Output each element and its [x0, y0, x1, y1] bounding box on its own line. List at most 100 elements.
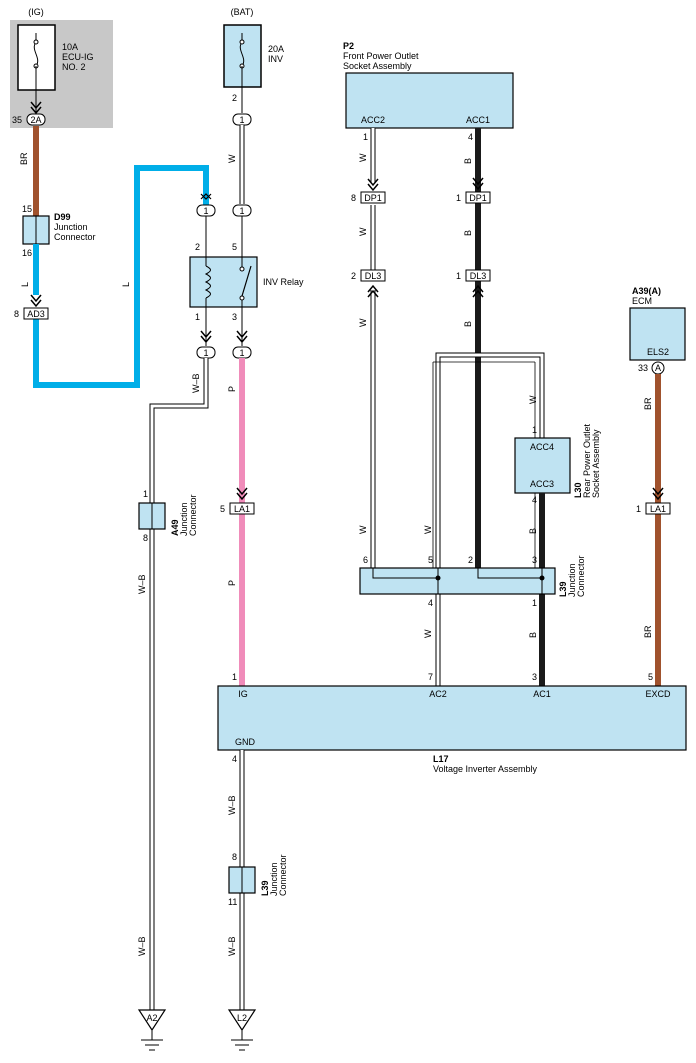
- wire-label-w-loop-2: W: [423, 525, 433, 534]
- l30-name2: Socket Assembly: [591, 429, 601, 498]
- pin-35: 35: [12, 115, 22, 125]
- svg-text:1: 1: [239, 115, 244, 125]
- l17-pin-gnd: GND: [235, 737, 256, 747]
- pin-1-a49: 1: [143, 489, 148, 499]
- pin-1-dl3: 1: [456, 271, 461, 281]
- ig-fuse-name2: NO. 2: [62, 62, 86, 72]
- pin-5-relay: 5: [232, 242, 237, 252]
- wire-label-wb-3: W–B: [137, 936, 147, 956]
- p2-code: P2: [343, 41, 354, 51]
- pin-2-relay: 2: [195, 242, 200, 252]
- wire-wb-relay: [149, 358, 209, 1010]
- wire-label-wb-2: W–B: [137, 574, 147, 594]
- wire-label-w-acc2-3: W: [358, 318, 368, 327]
- svg-text:1: 1: [239, 348, 244, 358]
- pin-16: 16: [22, 248, 32, 258]
- bat-fuse: [223, 24, 262, 88]
- pin-15: 15: [22, 204, 32, 214]
- l39-top-box: [359, 567, 556, 595]
- l39-top-name: Junction: [567, 563, 577, 597]
- l39-bottom-code: L39: [260, 880, 270, 896]
- inv-relay-label: INV Relay: [263, 277, 304, 287]
- connector-ad3: AD3: [23, 307, 49, 320]
- wire-label-br-ecm-1: BR: [643, 397, 653, 410]
- wire-label-l-2: L: [121, 282, 131, 287]
- connector-1-relay-out-left: 1: [196, 346, 216, 359]
- inv-relay: [189, 256, 258, 308]
- wire-label-wb-gnd-2: W–B: [227, 936, 237, 956]
- wire-label-w-acc2-2: W: [358, 227, 368, 236]
- l39-top-name2: Connector: [576, 555, 586, 597]
- relay-arrow-left: [200, 330, 212, 344]
- svg-text:1: 1: [203, 206, 208, 216]
- d99-code: D99: [54, 212, 71, 222]
- pin-2-dl3: 2: [351, 271, 356, 281]
- pin-3-relay: 3: [232, 312, 237, 322]
- l30-code: L30: [573, 482, 583, 498]
- pin-1-ig: 1: [232, 672, 237, 682]
- connector-2a: 2A: [26, 113, 46, 126]
- pin-1-acc2: 1: [363, 132, 368, 142]
- wire-label-b-acc1-1: B: [463, 158, 473, 164]
- pin-2-bat: 2: [232, 93, 237, 103]
- ground-l2: L2: [227, 1009, 257, 1051]
- relay-arrow-right: [236, 330, 248, 344]
- pin-8-ad3: 8: [14, 309, 19, 319]
- d99-name2: Connector: [54, 232, 96, 242]
- wire-label-w-loop-1: W: [528, 395, 538, 404]
- svg-text:LA1: LA1: [650, 504, 666, 514]
- wire-label-wb-gnd-1: W–B: [227, 795, 237, 815]
- ground-a2: A2: [137, 1009, 167, 1051]
- connector-la1-right: LA1: [645, 502, 671, 515]
- svg-text:1: 1: [203, 348, 208, 358]
- pin-4-gnd: 4: [232, 754, 237, 764]
- wire-label-wb-1: W–B: [191, 373, 201, 393]
- wire-label-b-acc1-3: B: [463, 321, 473, 327]
- a39-box: [629, 307, 686, 361]
- svg-text:1: 1: [239, 206, 244, 216]
- pin-1-dp1: 1: [456, 193, 461, 203]
- p2-pin-acc2: ACC2: [361, 115, 385, 125]
- l17-pin-ac1: AC1: [533, 689, 551, 699]
- svg-text:AD3: AD3: [27, 309, 45, 319]
- p2-box: [345, 72, 514, 129]
- wire-label-p-2: P: [227, 580, 237, 586]
- l39-bottom-name2: Connector: [278, 854, 288, 896]
- l17-pin-ig: IG: [238, 689, 248, 699]
- d99-name: Junction: [54, 222, 88, 232]
- svg-text:A: A: [655, 363, 661, 373]
- wire-label-l-1: L: [20, 282, 30, 287]
- wire-label-br-ecm-2: BR: [643, 625, 653, 638]
- pin-2-l39: 2: [468, 555, 473, 565]
- pin-8-l39b: 8: [232, 852, 237, 862]
- p2-name2: Socket Assembly: [343, 61, 412, 71]
- wire-label-w-ac2: W: [423, 629, 433, 638]
- connector-dp1-right: DP1: [465, 191, 491, 204]
- pin-3-ac1: 3: [532, 672, 537, 682]
- a39-code: A39(A): [632, 286, 661, 296]
- a39-name: ECM: [632, 296, 652, 306]
- pin-1-l39: 1: [532, 598, 537, 608]
- svg-text:L2: L2: [237, 1013, 247, 1023]
- l30-box: [514, 437, 571, 494]
- l30-pin-acc3: ACC3: [530, 479, 554, 489]
- a49-name2: Connector: [188, 494, 198, 536]
- wire-label-w-acc2-1: W: [358, 153, 368, 162]
- a39-pin-els2: ELS2: [647, 347, 669, 357]
- svg-text:A2: A2: [146, 1013, 157, 1023]
- connector-1-relay-out-right: 1: [232, 346, 252, 359]
- bat-fuse-name: INV: [268, 54, 283, 64]
- connector-la1-mid: LA1: [229, 502, 255, 515]
- ig-source-label: (IG): [28, 7, 44, 17]
- pin-5-l39: 5: [428, 555, 433, 565]
- pin-4-l30: 4: [532, 495, 537, 505]
- svg-text:DP1: DP1: [469, 193, 487, 203]
- bat-source-label: (BAT): [231, 7, 254, 17]
- wire-label-b-acc3: B: [528, 528, 538, 534]
- wire-label-p-1: P: [227, 386, 237, 392]
- pin-5-excd: 5: [648, 672, 653, 682]
- l17-box: [217, 685, 687, 751]
- pin-11-l39b: 11: [228, 897, 237, 907]
- pin-7-ac2: 7: [428, 672, 433, 682]
